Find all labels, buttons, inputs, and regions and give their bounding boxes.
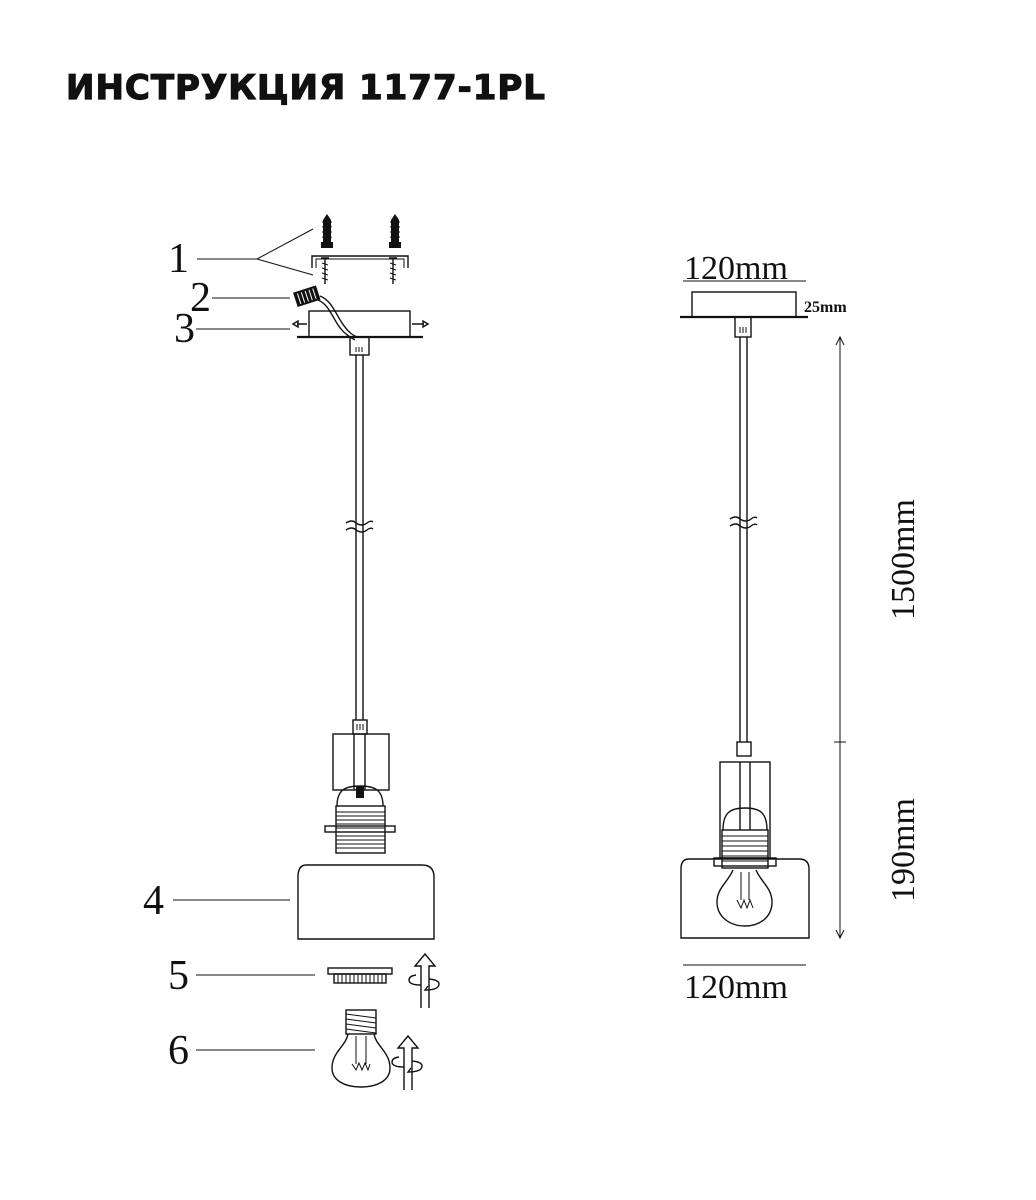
fixing-ring	[327, 967, 393, 984]
page-title: ИНСТРУКЦИЯ 1177-1PL	[65, 67, 546, 108]
screw-anchor-icon	[321, 214, 401, 248]
leader-lines	[173, 228, 315, 1051]
dimension-cord-length: 1500mm	[885, 499, 922, 620]
glass-shade	[297, 864, 435, 940]
lamp-holder	[324, 733, 396, 854]
suspension-cord	[345, 355, 374, 735]
connector-icon	[293, 285, 358, 341]
assembled-lamp	[680, 761, 810, 939]
dimension-canopy-height: 25mm	[804, 299, 847, 316]
callout-5: 5	[168, 953, 189, 999]
callout-6: 6	[168, 1028, 189, 1074]
dimension-shade-width: 120mm	[684, 969, 788, 1006]
canopy	[291, 310, 430, 356]
screw-icon	[321, 257, 397, 284]
callout-1: 1	[168, 236, 189, 282]
light-bulb-icon	[331, 1009, 391, 1088]
callout-4: 4	[143, 878, 164, 924]
dimension-lines	[683, 292, 846, 966]
assembled-cord	[729, 337, 758, 757]
callout-2: 2	[190, 275, 211, 321]
assembled-canopy	[680, 280, 808, 338]
dimension-canopy-width: 120mm	[684, 250, 788, 287]
rotate-arrow-icon	[391, 952, 440, 1090]
callout-3: 3	[174, 306, 195, 352]
dimension-shade-height: 190mm	[885, 798, 922, 902]
mounting-bracket-icon	[311, 255, 409, 268]
